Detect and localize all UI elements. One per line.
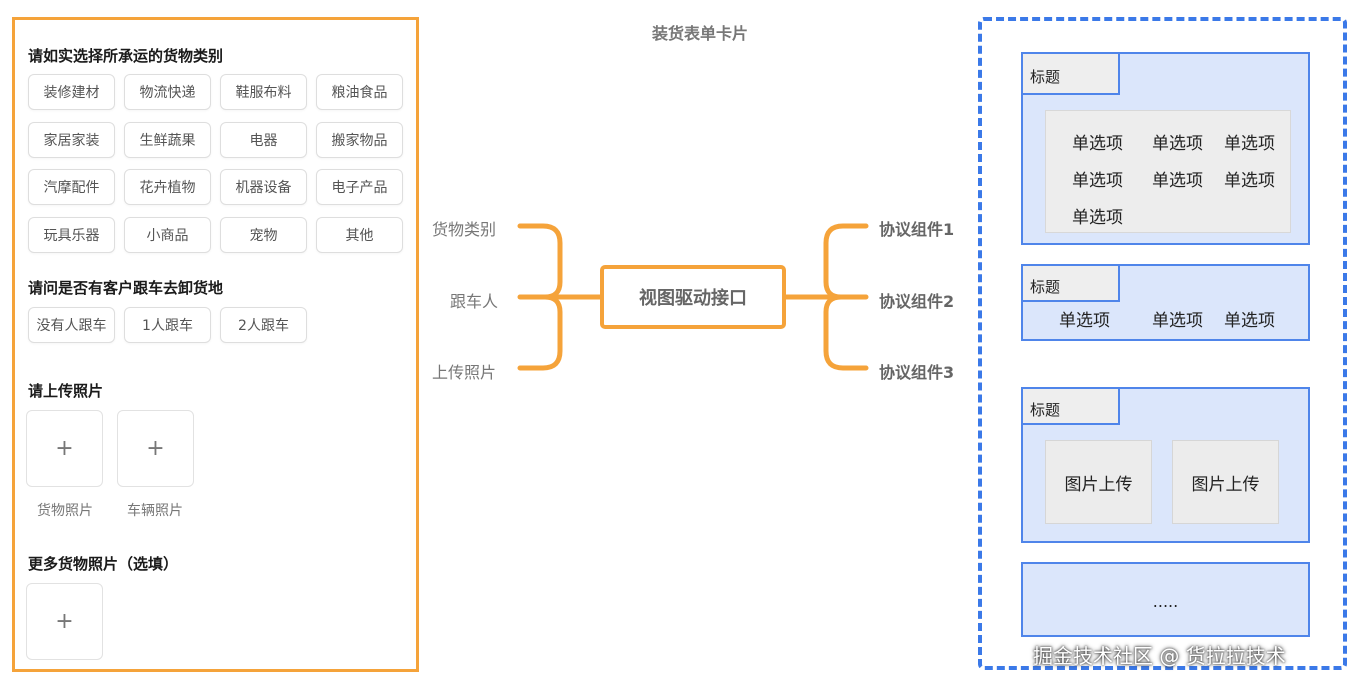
plus-icon: + <box>55 436 74 461</box>
cargo-category-chip[interactable]: 其他 <box>316 216 403 253</box>
cargo-form-panel: 请如实选择所承运的货物类别 装修建材物流快递鞋服布料粮油食品家居家装生鲜蔬果电器… <box>12 17 419 672</box>
section-title-more-photos: 更多货物照片（选填） <box>28 555 179 573</box>
page-title: 装货表单卡片 <box>651 24 748 43</box>
single-choice-option[interactable]: 单选项 <box>1059 311 1110 331</box>
protocol-component-2-label: 协议组件2 <box>879 292 955 311</box>
image-upload-button[interactable]: 图片上传 <box>1172 440 1279 524</box>
follow-option-one[interactable]: 1人跟车 <box>124 307 211 343</box>
left-bracket-bottom <box>517 294 563 371</box>
options-box: 单选项 单选项 单选项 单选项 单选项 单选项 单选项 <box>1045 110 1291 233</box>
cargo-category-chip[interactable]: 电子产品 <box>316 169 403 205</box>
cargo-category-chip[interactable]: 玩具乐器 <box>28 216 115 253</box>
plus-icon: + <box>146 436 165 461</box>
card-title-tag: 标题 <box>1021 52 1120 95</box>
left-bracket <box>517 223 603 371</box>
protocol-component-1-label: 协议组件1 <box>879 220 955 239</box>
section-title-cargo: 请如实选择所承运的货物类别 <box>28 47 224 65</box>
image-upload-button[interactable]: 图片上传 <box>1045 440 1152 524</box>
follow-option-none[interactable]: 没有人跟车 <box>28 307 115 343</box>
cargo-category-chip[interactable]: 装修建材 <box>28 74 115 110</box>
section-title-follow: 请问是否有客户跟车去卸货地 <box>28 279 224 297</box>
card-title-tag: 标题 <box>1021 264 1120 302</box>
cargo-category-chip[interactable]: 汽摩配件 <box>28 169 115 205</box>
view-driver-interface-box: 视图驱动接口 <box>600 265 786 329</box>
cargo-photo-label: 货物照片 <box>37 503 93 519</box>
cargo-category-chip[interactable]: 搬家物品 <box>316 121 403 158</box>
vehicle-photo-label: 车辆照片 <box>127 503 183 519</box>
single-choice-option[interactable]: 单选项 <box>1224 311 1275 331</box>
single-choice-option[interactable]: 单选项 <box>1072 171 1123 191</box>
left-label-follower: 跟车人 <box>450 292 499 311</box>
cargo-category-chip[interactable]: 花卉植物 <box>124 169 211 205</box>
more-photo-upload-button[interactable]: + <box>26 583 103 660</box>
cargo-category-chip[interactable]: 小商品 <box>124 216 211 253</box>
right-bracket <box>783 223 869 371</box>
single-choice-option[interactable]: 单选项 <box>1152 311 1203 331</box>
form-card-panel: 标题 单选项 单选项 单选项 单选项 单选项 单选项 单选项 标题 单选项 单选… <box>978 17 1347 670</box>
cargo-category-chip[interactable]: 机器设备 <box>220 169 307 205</box>
plus-icon: + <box>55 609 74 634</box>
section-title-photo: 请上传照片 <box>28 382 104 400</box>
left-bracket-top <box>517 223 563 300</box>
left-label-upload-photo: 上传照片 <box>432 363 497 382</box>
single-choice-option[interactable]: 单选项 <box>1224 134 1275 154</box>
cargo-category-chip[interactable]: 家居家装 <box>28 121 115 158</box>
single-choice-option[interactable]: 单选项 <box>1072 134 1123 154</box>
cargo-category-chip[interactable]: 宠物 <box>220 216 307 253</box>
vehicle-photo-upload-button[interactable]: + <box>117 410 194 487</box>
cargo-photo-upload-button[interactable]: + <box>26 410 103 487</box>
right-bracket-top <box>823 223 869 300</box>
left-label-cargo-category: 货物类别 <box>432 220 497 239</box>
follow-option-two[interactable]: 2人跟车 <box>220 307 307 343</box>
single-choice-option[interactable]: 单选项 <box>1152 134 1203 154</box>
cargo-category-chip[interactable]: 粮油食品 <box>316 74 403 110</box>
single-choice-card: 标题 单选项 单选项 单选项 单选项 单选项 单选项 单选项 <box>1021 52 1310 245</box>
cargo-category-chip[interactable]: 物流快递 <box>124 74 211 110</box>
more-card-placeholder: ..... <box>1021 562 1310 637</box>
single-choice-card-row: 标题 单选项 单选项 单选项 <box>1021 264 1310 341</box>
image-upload-card: 标题 图片上传 图片上传 <box>1021 387 1310 543</box>
ellipsis-text: ..... <box>1152 592 1179 611</box>
single-choice-option[interactable]: 单选项 <box>1224 171 1275 191</box>
card-title-tag: 标题 <box>1021 387 1120 425</box>
cargo-category-chip[interactable]: 生鲜蔬果 <box>124 121 211 158</box>
cargo-category-chip[interactable]: 鞋服布料 <box>220 74 307 110</box>
single-choice-option[interactable]: 单选项 <box>1072 208 1123 228</box>
cargo-category-chip[interactable]: 电器 <box>220 121 307 158</box>
single-choice-option[interactable]: 单选项 <box>1152 171 1203 191</box>
protocol-component-3-label: 协议组件3 <box>879 363 955 382</box>
footer-watermark: 掘金技术社区 @ 货拉拉技术 <box>1033 644 1286 668</box>
right-bracket-bottom <box>823 294 869 371</box>
